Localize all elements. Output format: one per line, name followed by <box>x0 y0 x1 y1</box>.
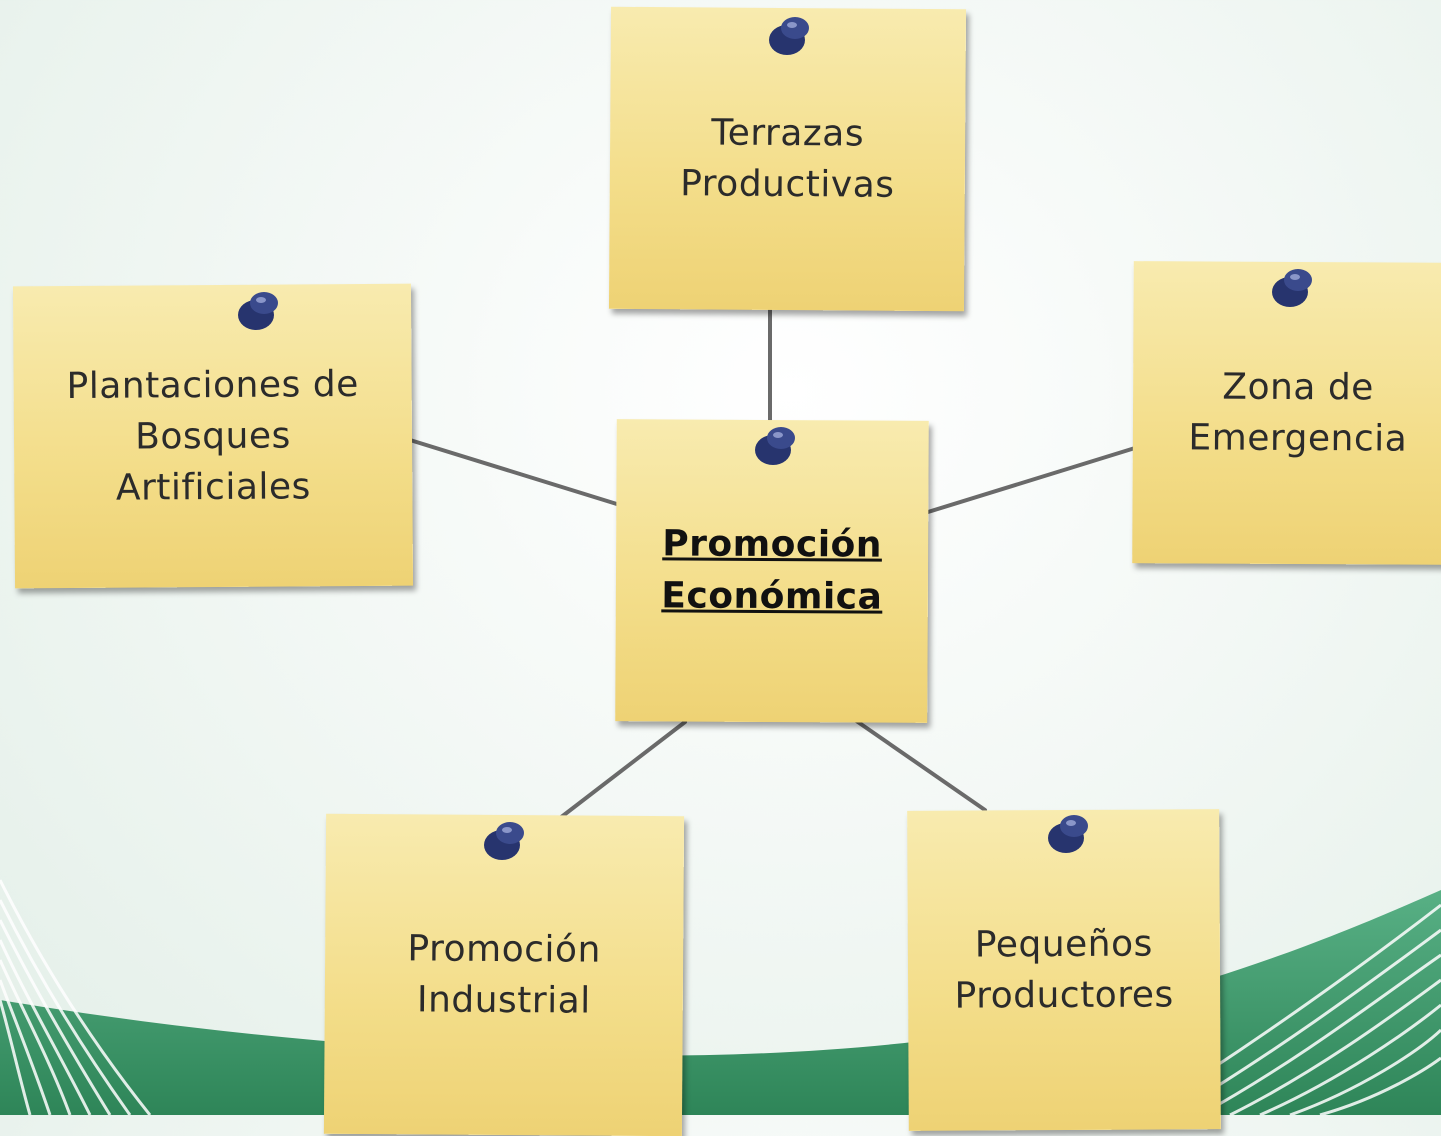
note-label: Promoción Industrial <box>407 928 601 1022</box>
note-plantaciones: Plantaciones de Bosques Artificiales <box>12 283 414 589</box>
note-label: Zona de Emergencia <box>1188 366 1408 460</box>
pushpin-icon <box>1048 815 1088 853</box>
pushpin-icon <box>238 292 278 330</box>
connector-plantaciones <box>408 438 622 507</box>
pushpin-icon <box>1272 269 1312 307</box>
pushpin-icon <box>755 427 795 465</box>
note-label: Plantaciones de Bosques Artificiales <box>66 363 359 509</box>
note-label: Terrazas Productivas <box>680 112 895 206</box>
pushpin-icon <box>484 822 524 860</box>
connector-industrial <box>558 720 687 820</box>
center-label: Promoción Económica <box>661 523 883 618</box>
connector-zona <box>926 446 1137 514</box>
note-label: Pequeños Productores <box>954 923 1174 1017</box>
pushpin-icon <box>769 17 809 55</box>
connector-productores <box>853 718 987 812</box>
